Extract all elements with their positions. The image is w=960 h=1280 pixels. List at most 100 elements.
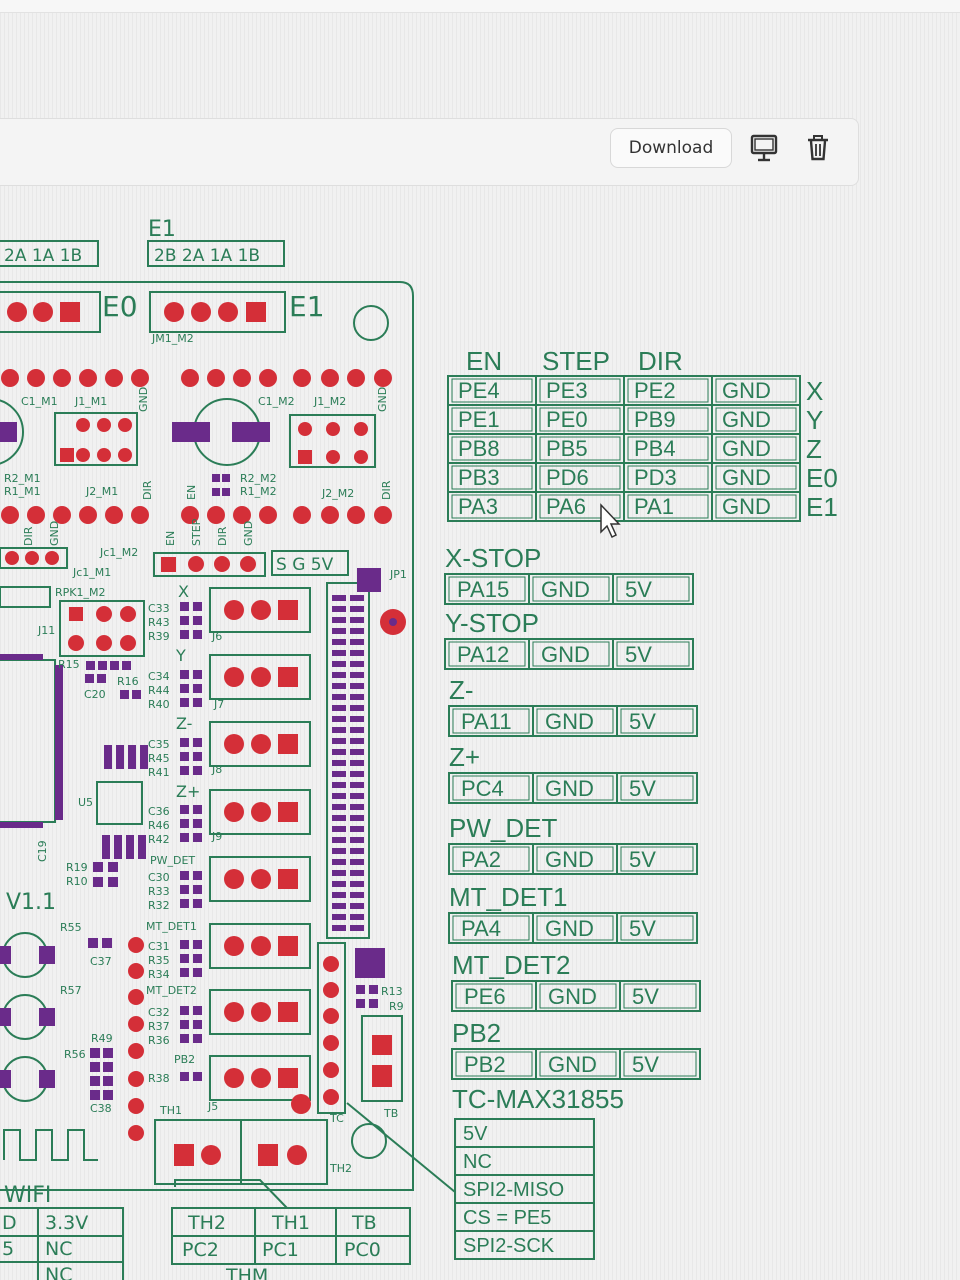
r37-label: R37 (148, 1020, 170, 1033)
jp1-pad (350, 892, 364, 898)
pin-table-cell: PD3 (634, 465, 677, 490)
jp1-pad (350, 639, 364, 645)
thm-header: TH2 (187, 1212, 226, 1234)
stop-cell-inner (623, 1051, 697, 1077)
jp1-pad (350, 804, 364, 810)
jp1-pad (332, 848, 346, 854)
pin-table-cell: PA1 (634, 494, 674, 519)
jp1-pads (332, 595, 364, 931)
r46-label: R46 (148, 819, 170, 832)
board-outline (0, 281, 414, 1191)
pin-table-cell-inner (539, 378, 621, 403)
r56-label: R56 (64, 1048, 86, 1061)
stop-pin: GND (545, 916, 594, 941)
e0-label: E0 (102, 290, 138, 323)
jp1-pad (350, 727, 364, 733)
pin-table-cell-inner (627, 465, 709, 490)
stop-cell-inner (452, 708, 530, 734)
pin-table-cell-box (711, 491, 801, 522)
stop-title: MT_DET2 (452, 950, 570, 980)
download-button[interactable]: Download (610, 128, 732, 168)
wifi-cell: 3.3V (45, 1212, 88, 1234)
pin-table-cell: PB8 (458, 436, 500, 461)
pin-table-cell: PE0 (546, 407, 588, 432)
pw-det-silk: PW_DET (150, 854, 195, 867)
jc1-m1-header (0, 547, 68, 569)
jp1-pad (332, 683, 346, 689)
gnd-jc-m1-silk: GND (48, 521, 61, 546)
r42-label: R42 (148, 833, 170, 846)
jp1-pad (332, 595, 346, 601)
jp1-pad (350, 595, 364, 601)
wifi-title: WIFI (4, 1183, 51, 1208)
stop-cell-box (616, 843, 698, 875)
mounting-hole-bottom (351, 1123, 387, 1159)
jp1-pad (350, 881, 364, 887)
stop-cell-inner (452, 915, 530, 941)
stop-cell-box (616, 912, 698, 944)
c19-label: C19 (36, 840, 49, 862)
pin-table-cell: PE3 (546, 378, 588, 403)
driver-m2-bottom-pads (181, 506, 392, 524)
j1-m2-connector (289, 414, 376, 468)
e1-title: E1 (148, 217, 176, 242)
u5-label: U5 (78, 796, 93, 809)
trash-icon[interactable] (800, 130, 836, 166)
dir-m1-silk: DIR (141, 480, 154, 500)
jc1-m1-label: Jc1_M1 (72, 566, 111, 579)
tc-pin: NC (463, 1151, 492, 1173)
r43-label: R43 (148, 616, 170, 629)
jp1-header (326, 582, 370, 939)
jp1-pad (350, 650, 364, 656)
j11-pads (68, 606, 136, 651)
c31-label: C31 (148, 940, 170, 953)
jp1-pad (332, 606, 346, 612)
c33-label: C33 (148, 602, 170, 615)
jp1-pad (332, 661, 346, 667)
stop-title: Z+ (449, 742, 480, 772)
jp1-pad (350, 760, 364, 766)
jp1-pad (350, 749, 364, 755)
jp1-pad (332, 639, 346, 645)
j1-m1-pads (60, 418, 132, 462)
endstop-connectors (209, 587, 311, 1101)
e1-connector-pads (164, 302, 266, 322)
c20-label: C20 (84, 688, 106, 701)
s-g-5v-label: S G 5V (276, 555, 334, 575)
jp1-pad (350, 771, 364, 777)
jp1-pad (332, 870, 346, 876)
dir-jc-silk: DIR (216, 526, 229, 546)
axis-label: Z (806, 434, 822, 464)
jp1-pad (350, 661, 364, 667)
r2-m2-label: R2_M2 (240, 472, 277, 485)
jp1-pad (350, 903, 364, 909)
pin-table-cell-inner (451, 494, 533, 519)
jp1-pad (332, 727, 346, 733)
jp1-pad (332, 837, 346, 843)
pb2-silk: PB2 (174, 1053, 195, 1066)
driver-m1-top-pads (1, 369, 149, 387)
tc-board-pads (323, 956, 339, 1105)
r1-m2-label: R1_M2 (240, 485, 277, 498)
stop-cell-inner (536, 915, 614, 941)
jp1-pad (332, 859, 346, 865)
stop-title: Z- (449, 675, 474, 705)
r9-label: R9 (389, 1000, 404, 1013)
stop-cell-inner (536, 846, 614, 872)
pin-table-cell: PB3 (458, 465, 500, 490)
stop-cell-inner (623, 983, 697, 1009)
stop-cell-inner (620, 846, 694, 872)
j1-m2-pads (298, 422, 368, 464)
monitor-icon[interactable] (746, 130, 782, 166)
jp1-pad (350, 826, 364, 832)
jc1-m2-label: Jc1_M2 (99, 546, 138, 559)
tc-pin: CS = PE5 (463, 1207, 551, 1229)
tc-pin: SPI2-SCK (463, 1235, 555, 1257)
pin-table-cell-inner (451, 407, 533, 432)
tc-leader-line (346, 1102, 456, 1193)
left-lower-components (0, 932, 113, 1161)
jp1-pad (350, 815, 364, 821)
jp1-pad (350, 837, 364, 843)
pin-table-cell-inner (539, 465, 621, 490)
